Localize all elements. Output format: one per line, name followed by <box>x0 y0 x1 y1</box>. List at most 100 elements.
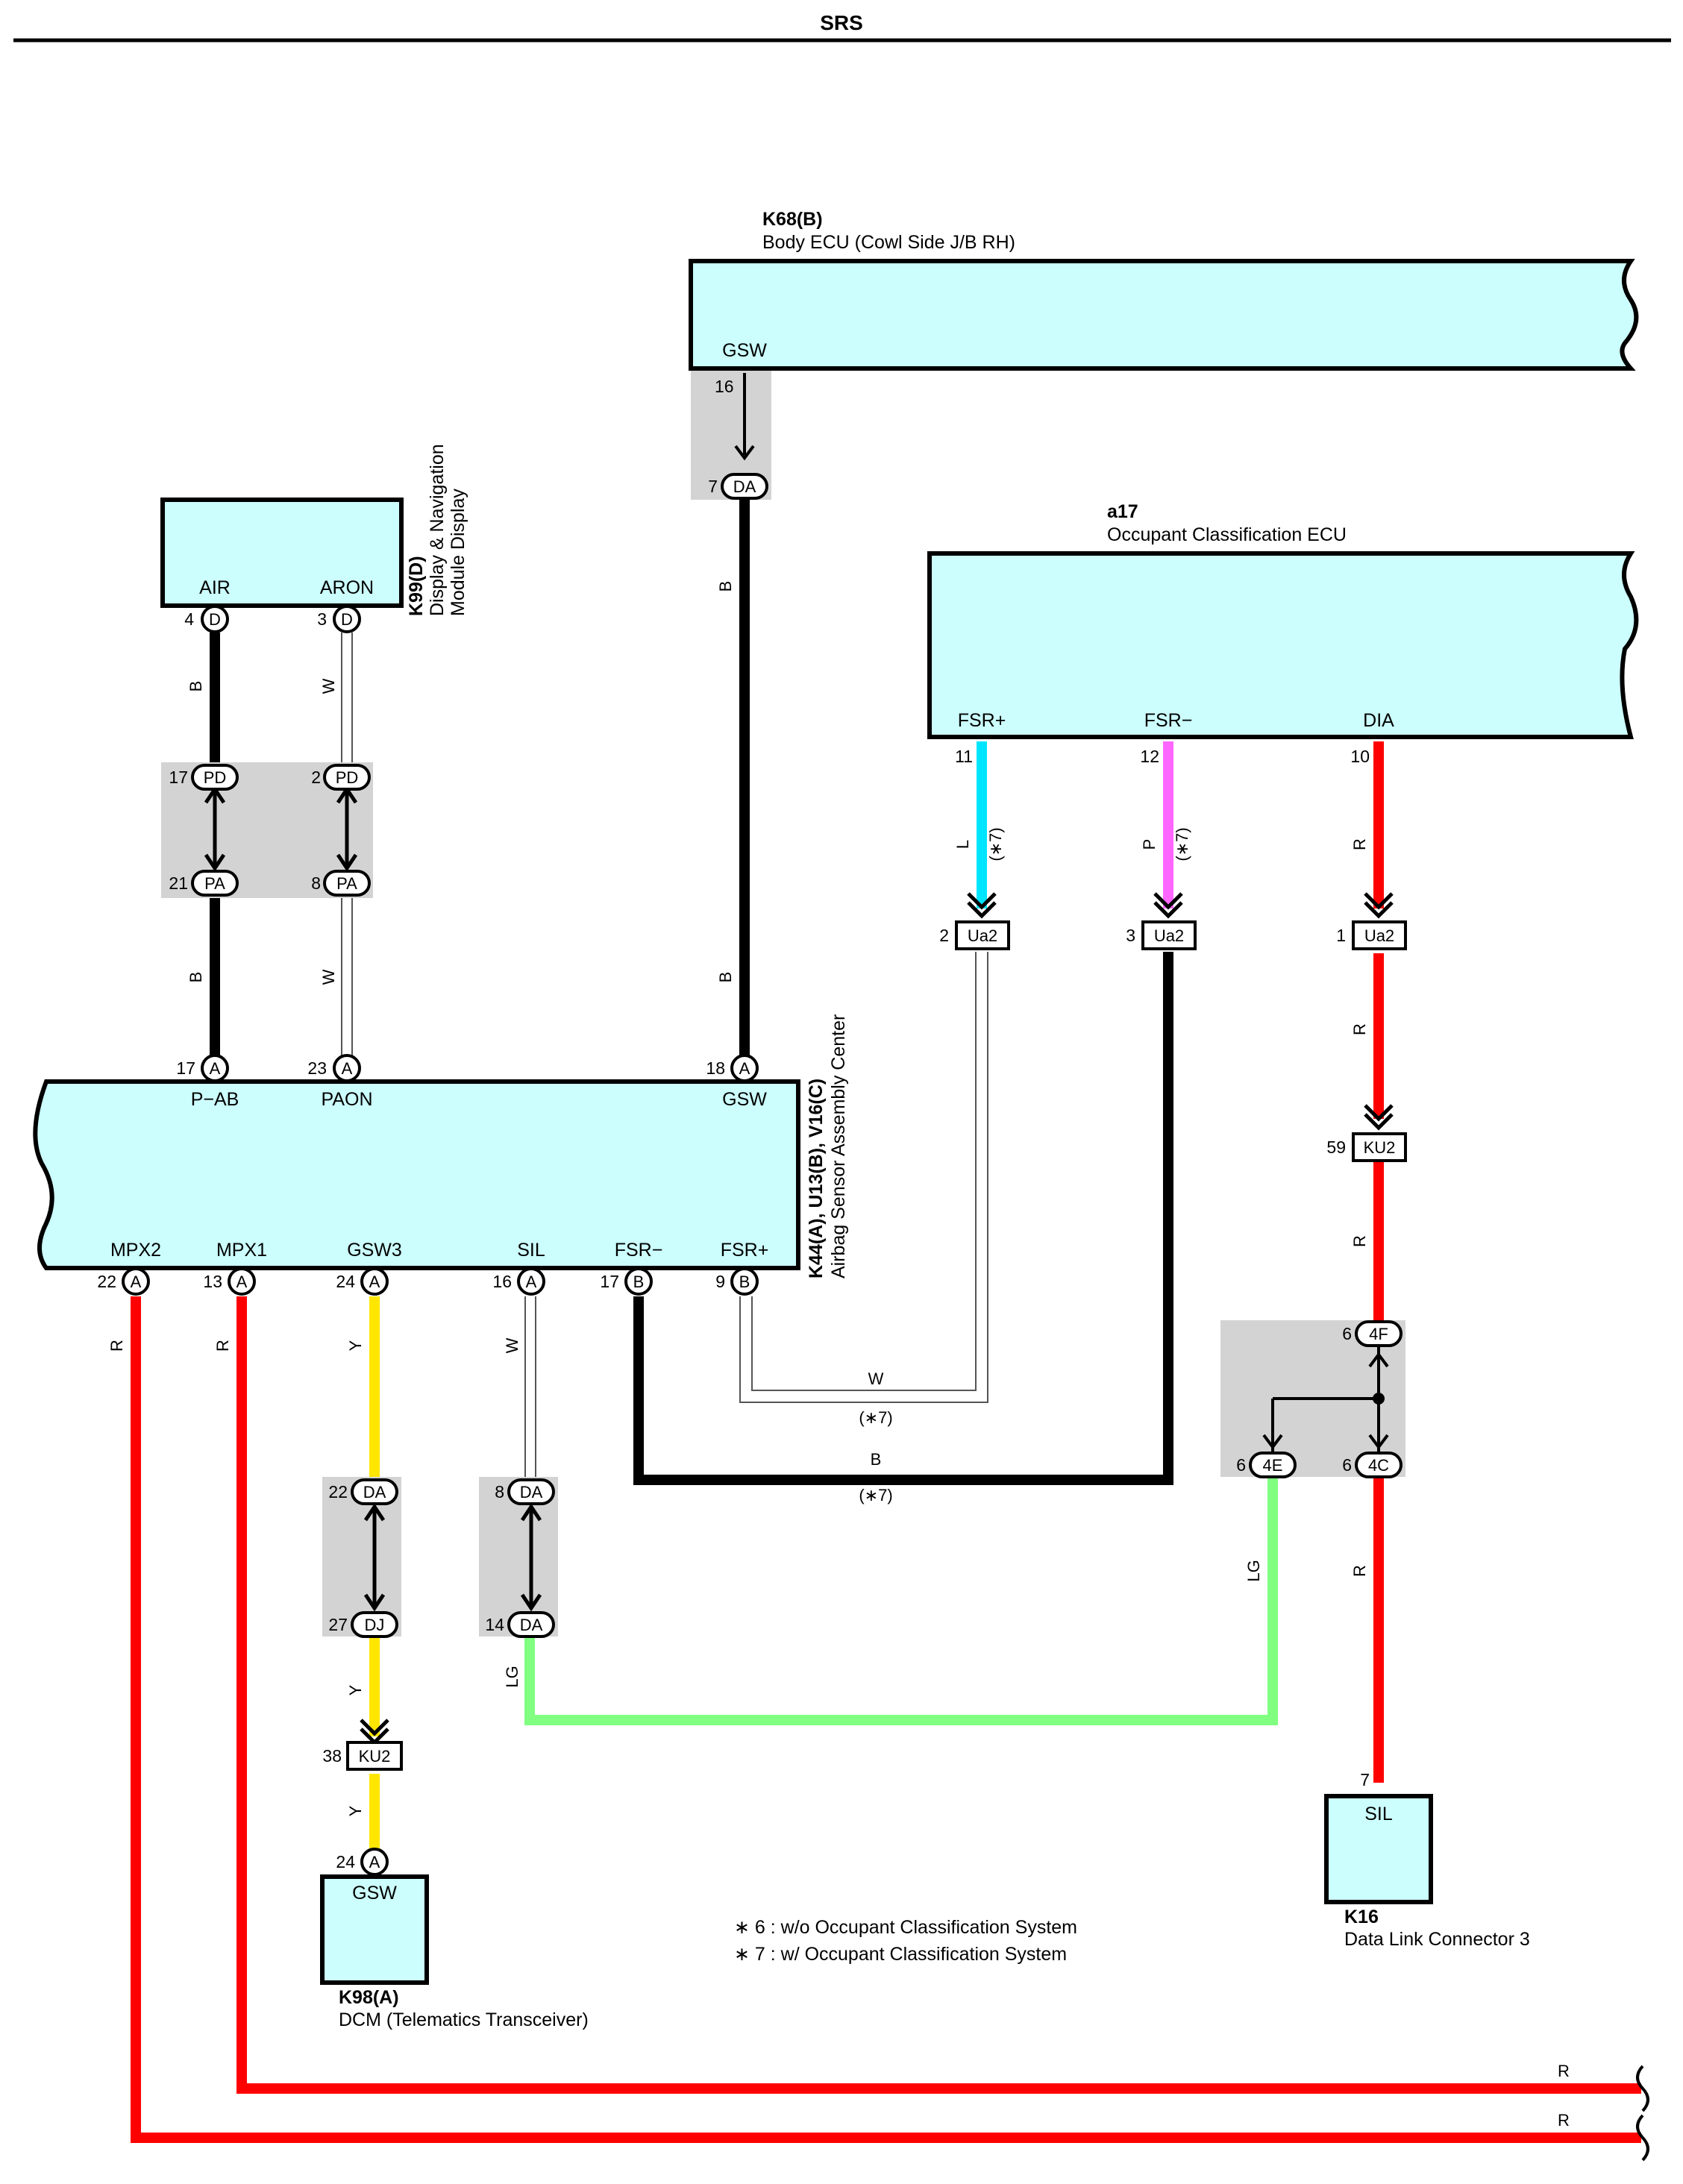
body-ecu-name: Body ECU (Cowl Side J/B RH) <box>762 232 1015 253</box>
splice-dot-4f <box>1373 1393 1385 1405</box>
display-module-box <box>160 498 404 608</box>
airbag-pin-mpx1: MPX1 <box>216 1240 267 1261</box>
connector-a-paon <box>333 1054 361 1082</box>
wire-label-star7-b: (∗7) <box>859 1486 892 1504</box>
wire-label-b-fsr-minus-h: B <box>871 1450 882 1469</box>
chevron-ua2-fsr-minus <box>1153 892 1183 919</box>
page-title: SRS <box>820 11 863 34</box>
wire-lg-sil <box>524 1478 1278 1725</box>
occupant-ecu-box <box>927 551 1639 739</box>
pin-9-b: 9 <box>715 1272 725 1291</box>
wire-label-b-air-1: B <box>187 681 205 692</box>
airbag-pin-sil: SIL <box>517 1240 545 1261</box>
pin-6-4e: 6 <box>1236 1455 1246 1475</box>
wire-mpx1-r <box>236 1296 1641 2094</box>
airbag-pin-fsr-minus: FSR− <box>615 1240 663 1261</box>
connector-da-sil-1 <box>507 1478 555 1505</box>
wire-sil-w <box>524 1296 536 1477</box>
connector-ku2-gsw3 <box>346 1741 403 1771</box>
connector-da-sil-1-label: DA <box>520 1483 543 1502</box>
connector-d-aron-label: D <box>341 610 353 629</box>
connector-a-pab <box>201 1054 229 1082</box>
connector-a-dcm <box>360 1848 389 1876</box>
wire-label-r-dia-3: R <box>1350 1235 1369 1247</box>
connector-pd-2 <box>323 764 371 791</box>
body-ecu-pin-gsw: GSW <box>722 340 767 361</box>
connector-d-air-label: D <box>209 610 221 629</box>
connector-a-dcm-label: A <box>369 1853 380 1871</box>
connector-a-mpx1-label: A <box>236 1273 248 1291</box>
airbag-pin-fsr-plus: FSR+ <box>721 1240 769 1261</box>
pin-12: 12 <box>1140 747 1159 766</box>
connector-ku2-dia-label: KU2 <box>1364 1138 1396 1157</box>
occupant-ecu-pin-fsr-plus: FSR+ <box>958 710 1006 731</box>
connector-ku2-dia <box>1352 1132 1407 1162</box>
connector-dj-gsw3 <box>351 1611 398 1638</box>
wire-label-w-aron-2: W <box>319 969 338 985</box>
connector-ua2-dia <box>1352 920 1407 950</box>
wire-label-b-gsw-1: B <box>716 581 735 592</box>
chevron-ua2-fsr-plus <box>967 892 997 919</box>
connector-ua2-dia-label: Ua2 <box>1364 926 1394 945</box>
connector-ku2-gsw3-label: KU2 <box>359 1747 391 1766</box>
occupant-ecu-pin-fsr-minus: FSR− <box>1144 710 1193 731</box>
connector-a-sil <box>517 1267 545 1296</box>
airbag-center-box <box>33 1079 800 1270</box>
wire-mpx2-r <box>131 1296 1641 2143</box>
double-arrow-da-dj <box>363 1503 386 1612</box>
wire-label-y-gsw3-2: Y <box>346 1684 365 1695</box>
wire-label-w-sil: W <box>503 1337 521 1353</box>
connector-4c <box>1355 1452 1402 1478</box>
pin-6-4c: 6 <box>1342 1455 1352 1475</box>
dcm-pin-gsw: GSW <box>352 1883 397 1904</box>
wire-aron-w-lower <box>341 898 353 1058</box>
connector-a-pab-label: A <box>210 1059 221 1078</box>
wire-label-l-fsr-plus: L <box>953 840 972 849</box>
connector-a-mpx1 <box>228 1267 256 1296</box>
chevron-ua2-dia <box>1364 892 1394 919</box>
pin-38-ku2: 38 <box>322 1746 342 1766</box>
wire-label-star7-fsr-plus: (∗7) <box>986 827 1005 861</box>
wire-label-r-dia-4: R <box>1350 1565 1369 1577</box>
occupant-ecu-pin-dia: DIA <box>1363 710 1394 731</box>
wire-break-mpx2 <box>1636 2114 1649 2162</box>
connector-b-fsr-minus <box>624 1267 653 1296</box>
connector-d-air <box>201 605 229 633</box>
connector-pa-1-label: PA <box>204 874 225 893</box>
wire-label-lg-4e: LG <box>1244 1560 1263 1581</box>
connector-da-sil-2 <box>507 1611 555 1638</box>
connector-4e <box>1249 1452 1297 1478</box>
connector-da-body <box>721 473 768 500</box>
connector-4f-label: 4F <box>1369 1325 1388 1343</box>
connector-ua2-fsr-plus-label: Ua2 <box>968 926 997 945</box>
wire-fsr-plus-w <box>739 952 988 1403</box>
pin-2-pd: 2 <box>311 768 321 787</box>
wire-aron-w-upper <box>341 633 353 762</box>
pin-8-pa: 8 <box>311 873 321 893</box>
double-arrow-da-da <box>520 1503 542 1612</box>
connector-a-gsw <box>730 1054 759 1082</box>
pin-3-aron: 3 <box>317 609 327 629</box>
connector-ua2-fsr-minus-label: Ua2 <box>1154 926 1184 945</box>
pin-17-pd: 17 <box>169 768 188 787</box>
connector-dj-gsw3-label: DJ <box>365 1616 385 1634</box>
connector-b-fsr-plus <box>730 1267 759 1296</box>
connector-4f <box>1355 1320 1402 1347</box>
pin-22-da: 22 <box>328 1482 348 1502</box>
wire-label-w-aron-1: W <box>319 678 338 694</box>
note-star6: ∗ 6 : w/o Occupant Classification System <box>734 1917 1077 1938</box>
display-name-line2: Module Display <box>448 489 468 616</box>
airbag-pin-p-ab: P−AB <box>191 1089 239 1110</box>
pin-27-dj: 27 <box>328 1615 348 1634</box>
wire-label-b-gsw-2: B <box>716 972 735 983</box>
pin-13-a: 13 <box>203 1272 222 1291</box>
arrow-gsw <box>734 445 755 461</box>
airbag-pin-paon: PAON <box>322 1089 373 1110</box>
pin-24-dcm: 24 <box>336 1852 355 1871</box>
pin-22-a: 22 <box>97 1272 116 1291</box>
display-pin-air: AIR <box>199 577 231 598</box>
pin-21-pa: 21 <box>169 873 188 893</box>
wire-label-r-mpx2: R <box>107 1340 126 1352</box>
pin-4-air: 4 <box>184 609 194 629</box>
